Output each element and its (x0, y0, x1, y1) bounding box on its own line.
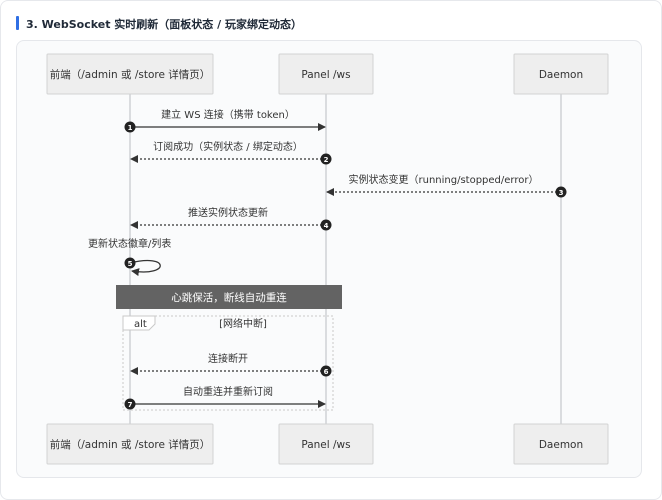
participant-box (46, 423, 214, 465)
section-title: 3. WebSocket 实时刷新（面板状态 / 玩家绑定动态） (26, 18, 302, 31)
message-number-badge (320, 219, 332, 231)
participant-box (513, 53, 609, 95)
message-5: 更新状态徽章/列表 5 (88, 237, 171, 277)
sequence-diagram-card (16, 40, 642, 478)
message-label: 建立 WS 连接（携带 token） (161, 108, 295, 121)
participant-label: Panel /ws (301, 439, 350, 451)
alt-fragment: alt [网络中断] (122, 315, 334, 411)
alt-condition: [网络中断] (219, 317, 267, 330)
participant-box (278, 423, 374, 465)
message-number-badge (124, 257, 136, 269)
participant-box (46, 53, 214, 95)
message-number: 3 (559, 189, 564, 197)
message-label: 自动重连并重新订阅 (183, 385, 273, 398)
alt-fragment-frame (122, 315, 334, 411)
participant-box (513, 423, 609, 465)
participant-daemon-bottom: Daemon (513, 423, 609, 465)
participant-panel-bottom: Panel /ws (278, 423, 374, 465)
message-number-badge (555, 186, 567, 198)
message-number: 6 (324, 368, 329, 376)
message-number-badge (124, 398, 136, 410)
message-label: 订阅成功（实例状态 / 绑定动态） (153, 140, 303, 153)
participant-daemon-top: Daemon (513, 53, 609, 95)
message-number-badge (320, 365, 332, 377)
participant-box (278, 53, 374, 95)
participant-label: Daemon (539, 69, 583, 81)
message-3: 实例状态变更（running/stopped/error） 3 (326, 173, 567, 198)
message-4: 推送实例状态更新 4 (130, 206, 332, 231)
message-number: 4 (324, 222, 329, 230)
message-label: 更新状态徽章/列表 (88, 237, 171, 250)
message-number: 2 (324, 156, 329, 164)
message-2: 订阅成功（实例状态 / 绑定动态） 2 (130, 140, 332, 165)
note-bar (116, 285, 342, 309)
message-7: 自动重连并重新订阅 7 (124, 385, 326, 410)
alt-keyword: alt (134, 319, 147, 330)
participant-frontend-bottom: 前端（/admin 或 /store 详情页） (46, 423, 214, 465)
participant-label: Panel /ws (301, 69, 350, 81)
participant-label: 前端（/admin 或 /store 详情页） (50, 68, 211, 81)
message-number: 5 (128, 260, 133, 268)
message-number-badge (124, 121, 136, 133)
participant-label: 前端（/admin 或 /store 详情页） (50, 438, 211, 451)
message-label: 推送实例状态更新 (188, 206, 268, 219)
participant-frontend-top: 前端（/admin 或 /store 详情页） (46, 53, 214, 95)
participant-panel-top: Panel /ws (278, 53, 374, 95)
message-arrow (129, 259, 161, 277)
note-label: 心跳保活，断线自动重连 (171, 291, 287, 304)
message-number: 1 (128, 124, 133, 132)
message-label: 连接断开 (208, 352, 248, 365)
message-number: 7 (128, 401, 133, 409)
message-label: 实例状态变更（running/stopped/error） (349, 173, 539, 186)
note-heartbeat: 心跳保活，断线自动重连 (116, 285, 342, 309)
message-6: 连接断开 6 (130, 352, 332, 377)
participant-label: Daemon (539, 439, 583, 451)
message-number-badge (320, 153, 332, 165)
alt-fragment-tab (122, 315, 156, 331)
section-accent-bar (16, 16, 19, 30)
message-1: 建立 WS 连接（携带 token） 1 (124, 108, 326, 133)
